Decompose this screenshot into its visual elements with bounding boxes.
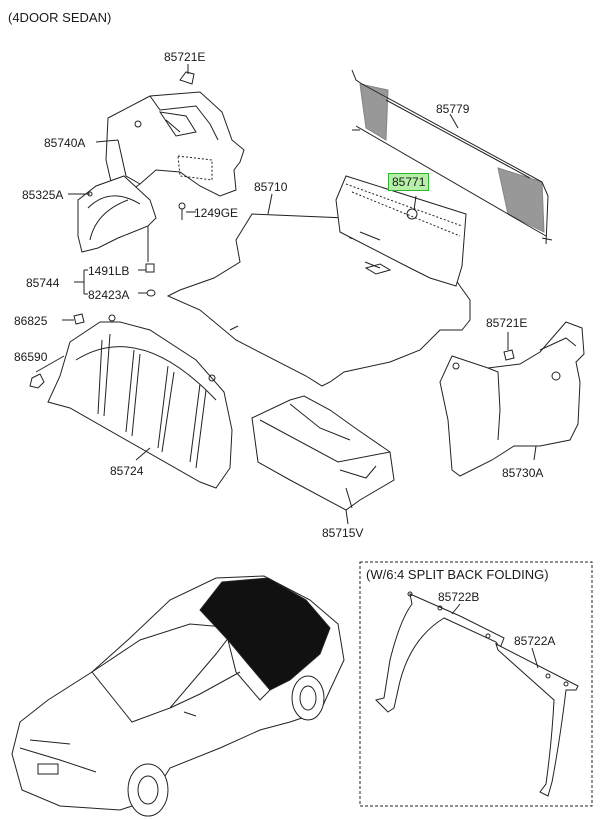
leader-85730a — [534, 446, 536, 460]
part-label-85722a[interactable]: 85722A — [514, 634, 556, 648]
part-label-85325a[interactable]: 85325A — [22, 188, 64, 202]
part-label-85771-highlighted[interactable]: 85771 — [388, 173, 430, 191]
car-illustration — [12, 576, 344, 816]
clip-85721e-right-drawing[interactable] — [504, 350, 514, 360]
clip-82423a-drawing[interactable] — [147, 290, 155, 296]
part-label-85779[interactable]: 85779 — [436, 102, 470, 116]
leader-85722a — [532, 648, 538, 668]
leader-85724 — [136, 448, 150, 460]
clip-1491lb-drawing[interactable] — [146, 264, 154, 272]
leader-85779 — [450, 114, 458, 128]
part-label-85721e-right[interactable]: 85721E — [486, 316, 528, 330]
right-trim-85730a-drawing[interactable] — [440, 322, 584, 476]
part-label-86825[interactable]: 86825 — [14, 314, 48, 328]
part-label-85710[interactable]: 85710 — [254, 180, 288, 194]
leader-85710 — [268, 194, 272, 214]
variant-header: (4DOOR SEDAN) — [8, 10, 112, 25]
leader-85771 — [414, 196, 416, 210]
part-label-85730a[interactable]: 85730A — [502, 466, 544, 480]
part-label-82423a[interactable]: 82423A — [88, 288, 130, 302]
part-label-86590[interactable]: 86590 — [14, 350, 48, 364]
nut-86590-drawing[interactable] — [30, 374, 44, 388]
part-label-85724[interactable]: 85724 — [110, 464, 144, 478]
part-label-1491lb[interactable]: 1491LB — [88, 264, 130, 278]
tray-85715v-drawing[interactable] — [252, 396, 394, 510]
part-label-85744[interactable]: 85744 — [26, 276, 60, 290]
arch-panel-drawing[interactable] — [78, 176, 156, 252]
leader-85722b — [452, 604, 460, 614]
leader-85715v — [346, 510, 348, 524]
part-label-85740a[interactable]: 85740A — [44, 136, 86, 150]
screw-85325a — [88, 192, 92, 196]
leader-86590 — [36, 356, 64, 372]
sill-trim-85771-drawing[interactable] — [336, 176, 466, 286]
part-label-85722b[interactable]: 85722B — [438, 590, 480, 604]
leader-85740a — [96, 140, 118, 142]
inset-frame — [360, 562, 592, 806]
rear-panel-85724-drawing[interactable] — [48, 315, 232, 488]
part-label-1249ge[interactable]: 1249GE — [194, 206, 239, 220]
inset-panel-85722a-drawing[interactable] — [496, 644, 578, 796]
cargo-net-85779-drawing[interactable] — [352, 70, 552, 244]
inset-title: (W/6:4 SPLIT BACK FOLDING) — [366, 567, 549, 582]
part-label-85721e-top[interactable]: 85721E — [164, 50, 206, 64]
clip-85721e-top-drawing[interactable] — [180, 72, 194, 84]
inset-panel-85722b-drawing[interactable] — [376, 592, 504, 712]
clip-86825-drawing[interactable] — [74, 314, 84, 324]
part-label-85715v[interactable]: 85715V — [322, 526, 364, 540]
screw-1249ge-drawing[interactable] — [179, 203, 185, 220]
